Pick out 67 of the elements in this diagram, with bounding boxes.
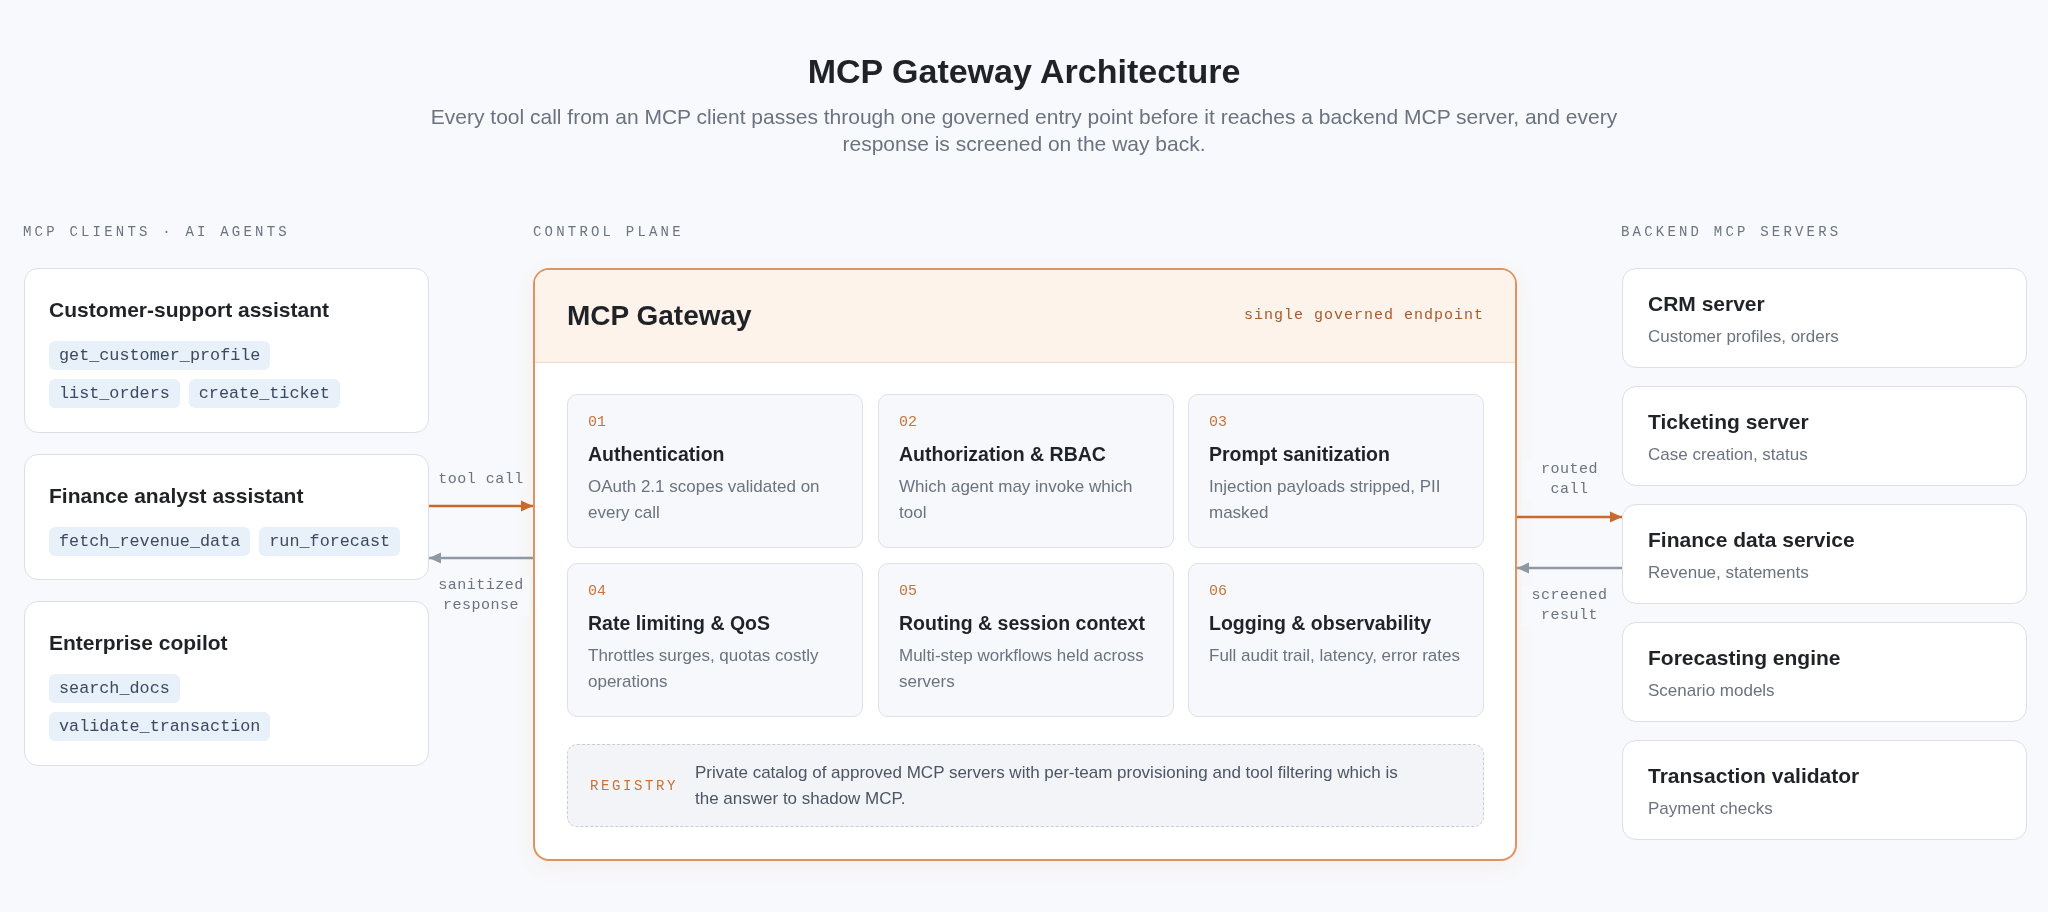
server-description: Case creation, status [1648, 444, 1809, 466]
gateway-title: MCP Gateway [567, 299, 752, 333]
server-description: Customer profiles, orders [1648, 326, 1840, 348]
agent-name: Finance analyst assistant [49, 483, 305, 509]
step-number: 03 [1209, 414, 1228, 432]
capability-description: Which agent may invoke which tool [899, 476, 1134, 524]
capability-description: Throttles surges, quotas costly operations [588, 645, 820, 693]
arrow [1517, 511, 1622, 523]
server-name: Transaction validator [1648, 763, 1861, 789]
agent-card [24, 601, 429, 766]
server-name: Ticketing server [1648, 409, 1810, 435]
arrow [1517, 562, 1622, 574]
section-label: BACKEND MCP SERVERS [1621, 223, 1842, 241]
section-label: CONTROL PLANE [533, 223, 684, 241]
step-number: 01 [588, 414, 607, 432]
agent-card [24, 268, 429, 433]
tool-tag: run_forecast [259, 527, 401, 556]
capability-card [567, 563, 863, 717]
server-name: Finance data service [1648, 527, 1856, 553]
capability-card [567, 394, 863, 548]
server-card [1622, 740, 2027, 840]
server-card [1622, 504, 2027, 604]
capability-description: OAuth 2.1 scopes validated on every call [588, 476, 821, 524]
capability-title: Authentication [588, 442, 726, 466]
registry-heading: REGISTRY [590, 776, 678, 795]
step-number: 02 [899, 414, 918, 432]
server-card [1622, 622, 2027, 722]
endpoint-note: single governed endpoint [1243, 306, 1484, 326]
capability-card [1188, 394, 1484, 548]
server-name: Forecasting engine [1648, 645, 1842, 671]
capability-card [1188, 563, 1484, 717]
capability-title: Prompt sanitization [1209, 442, 1391, 466]
section-label: MCP CLIENTS · AI AGENTS [23, 223, 290, 241]
tool-tag: create_ticket [188, 379, 340, 408]
step-number: 05 [899, 583, 918, 601]
capability-title: Routing & session context [899, 611, 1146, 635]
step-number: 06 [1209, 583, 1228, 601]
gateway-panel [533, 268, 1517, 861]
server-card [1622, 386, 2027, 486]
agent-card [24, 454, 429, 580]
tool-tag: validate_transaction [49, 712, 271, 741]
capability-title: Rate limiting & QoS [588, 611, 771, 635]
server-description: Payment checks [1648, 798, 1774, 820]
server-description: Scenario models [1648, 680, 1776, 702]
capability-card [878, 394, 1174, 548]
diagram-title: MCP Gateway Architecture [807, 51, 1241, 92]
server-card [1622, 268, 2027, 368]
tool-tag: list_orders [49, 379, 180, 408]
registry-panel [567, 744, 1484, 827]
tool-tag: search_docs [49, 674, 180, 703]
server-description: Revenue, statements [1648, 562, 1810, 584]
diagram-subtitle: Every tool call from an MCP client passes through one governed entry point before it reaches a backend MCP server, and every response is screened on the way back. [429, 104, 1619, 157]
server-name: CRM server [1648, 291, 1766, 317]
capability-description: Full audit trail, latency, error rates [1209, 645, 1461, 667]
tool-tag: fetch_revenue_data [49, 527, 251, 556]
agent-name: Enterprise copilot [49, 630, 229, 656]
arrow [429, 552, 533, 564]
tool-tag: get_customer_profile [49, 341, 271, 370]
agent-name: Customer-support assistant [49, 297, 331, 323]
capability-title: Logging & observability [1209, 611, 1433, 635]
capability-description: Injection payloads stripped, PII masked [1209, 476, 1442, 524]
capability-description: Multi-step workflows held across servers [899, 645, 1145, 693]
capability-card [878, 563, 1174, 717]
arrow [429, 500, 533, 512]
capability-title: Authorization & RBAC [899, 442, 1107, 466]
registry-description: Private catalog of approved MCP servers with per-team provisioning and tool filtering which is the answer to shadow MCP. [695, 761, 1399, 810]
step-number: 04 [588, 583, 607, 601]
